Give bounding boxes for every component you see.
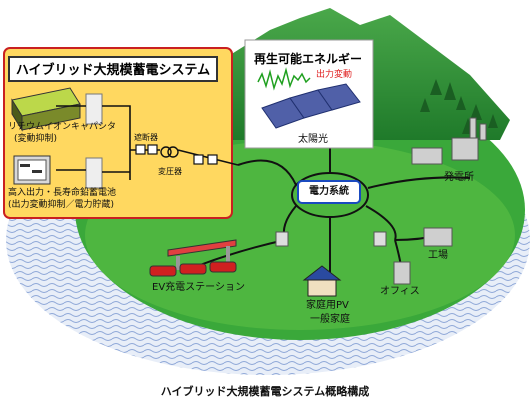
ev-station-label: EV充電ステーション: [152, 282, 245, 293]
breaker-label: 遮断器: [134, 133, 158, 142]
home-pv-label: 家庭用PV: [306, 300, 349, 311]
home-label: 一般家庭: [310, 314, 350, 325]
breaker-squares: [135, 144, 218, 165]
ev-station-icon: [149, 239, 237, 277]
power-plant-label: 発電所: [444, 172, 474, 183]
lead-battery-sub: (出力変動抑制／電力貯蔵): [8, 200, 115, 210]
capacitor-battery-icon: [11, 87, 81, 132]
power-plant-icon: [411, 117, 487, 165]
house-icon: [302, 265, 342, 297]
office-icon: [393, 261, 411, 285]
factory-icon: [423, 227, 453, 247]
office-label: オフィス: [380, 286, 420, 297]
transformer-icon: [160, 146, 179, 158]
lead-battery-label: 高入出力・長寿命鉛蓄電池: [8, 188, 117, 198]
fluctuation-wave: [257, 67, 311, 91]
forest: [420, 79, 498, 134]
grid-node: [297, 180, 361, 204]
fluctuation-label: 出力変動: [316, 70, 353, 80]
solar-panels: [261, 83, 361, 129]
transformer-label: 変圧器: [158, 167, 182, 176]
lead-battery-icon: [13, 155, 51, 185]
lithium-capacitor-sub: (変動抑制): [14, 134, 58, 144]
grid-label: 電力系統: [309, 186, 349, 197]
pole-transformers: [275, 231, 387, 247]
renewable-card: [244, 39, 374, 149]
diagram-caption: ハイブリッド大規模蓄電システム概略構成: [160, 385, 370, 398]
hybrid-system-title: ハイブリッド大規模蓄電システム: [8, 56, 218, 82]
renewable-title: 再生可能エネルギー: [254, 52, 363, 66]
factory-label: 工場: [428, 250, 448, 261]
grid-lines: [199, 130, 471, 275]
lithium-capacitor-label: リチウムイオンキャパシタ: [8, 122, 117, 132]
converter-units: [85, 93, 103, 189]
solar-label: 太陽光: [298, 134, 328, 145]
